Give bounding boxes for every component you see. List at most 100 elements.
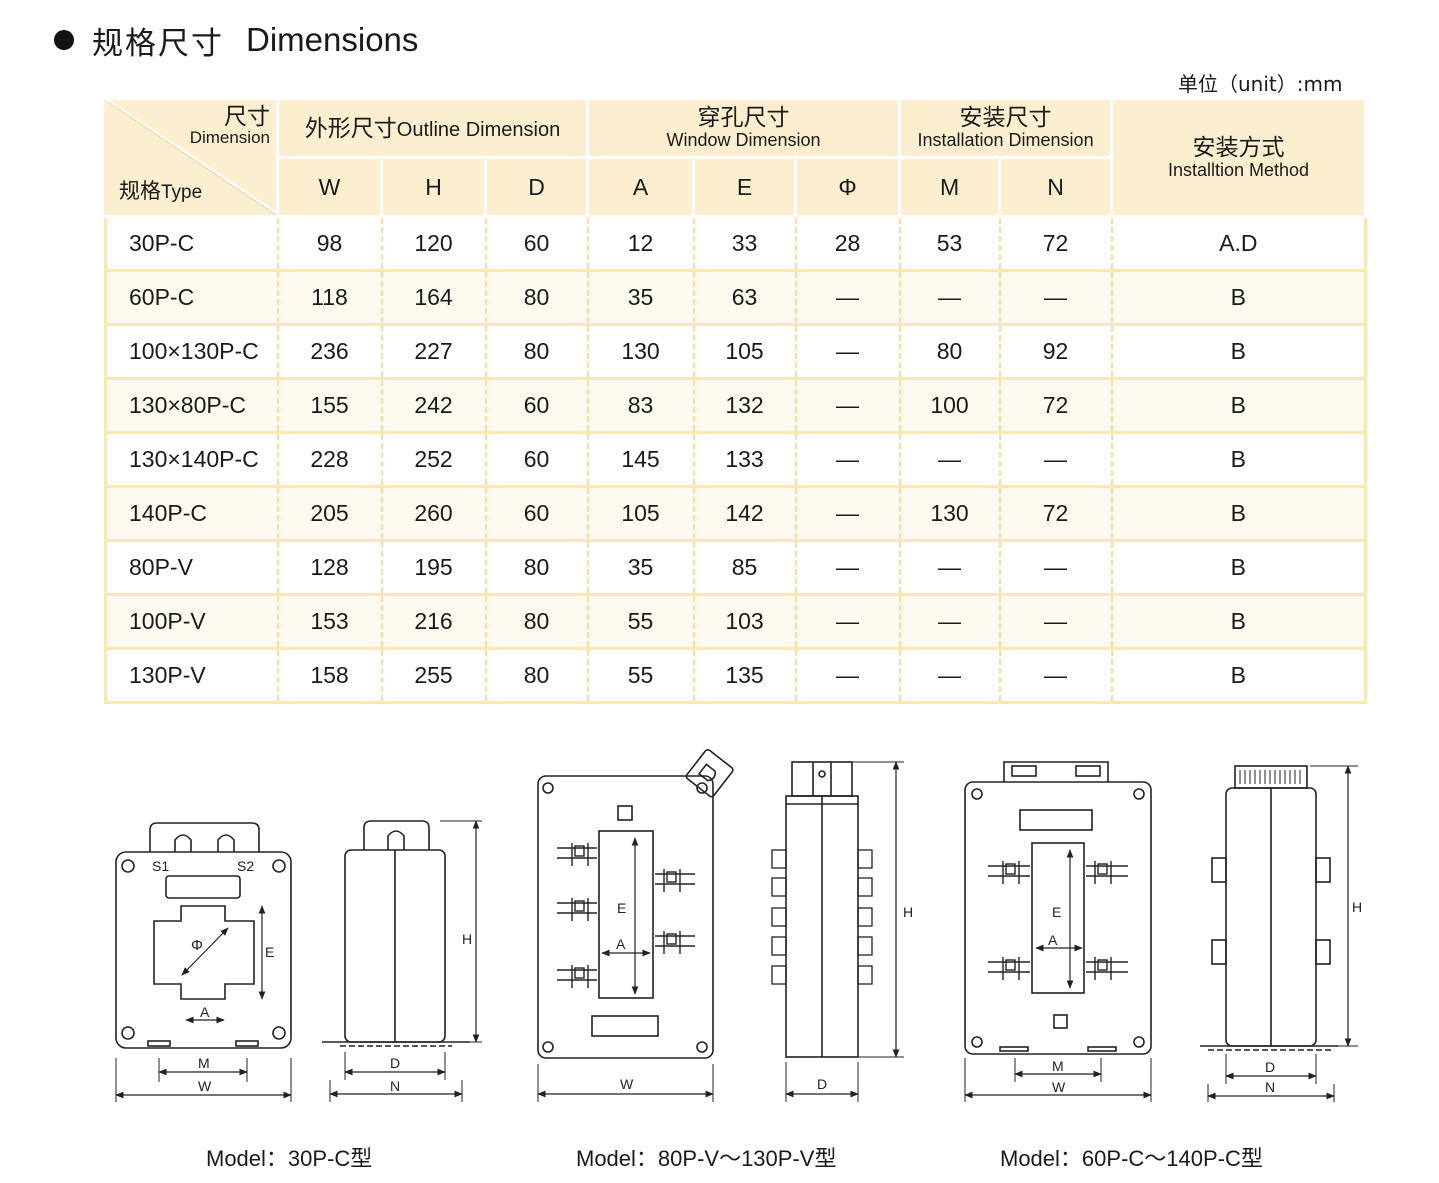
corner-header: 尺寸 Dimension 规格Type (104, 97, 279, 218)
unit-label: 单位（unit）:mm (1178, 72, 1343, 96)
value-cell: 120 (380, 216, 486, 272)
group-outline: 外形尺寸Outline Dimension (276, 97, 589, 159)
value-cell: B (1110, 486, 1368, 542)
value-cell: 216 (380, 594, 486, 650)
label-d: D (817, 1076, 827, 1092)
value-cell: 242 (380, 378, 486, 434)
value-cell: 35 (586, 270, 694, 326)
value-cell: 205 (276, 486, 382, 542)
value-cell: 85 (692, 540, 796, 596)
value-cell: 158 (276, 648, 382, 704)
col-phi: Φ (793, 156, 902, 218)
value-cell: 53 (898, 216, 1000, 272)
label-m: M (198, 1055, 210, 1071)
value-cell: 72 (998, 216, 1112, 272)
label-s1: S1 (152, 858, 169, 874)
label-s2: S2 (237, 858, 254, 874)
value-cell: 227 (380, 324, 486, 380)
label-d: D (1265, 1059, 1275, 1075)
value-cell: B (1110, 378, 1368, 434)
value-cell: 35 (586, 540, 694, 596)
value-cell: 118 (276, 270, 382, 326)
value-cell: 128 (276, 540, 382, 596)
label-h: H (462, 931, 472, 947)
type-cell: 30P-C (104, 216, 278, 272)
title-cn: 规格尺寸 (92, 25, 224, 62)
value-cell: 132 (692, 378, 796, 434)
value-cell: B (1110, 432, 1368, 488)
col-d: D (484, 156, 589, 218)
value-cell: — (898, 594, 1000, 650)
value-cell: 60 (484, 432, 588, 488)
value-cell: 72 (998, 486, 1112, 542)
value-cell: B (1110, 540, 1368, 596)
value-cell: — (998, 648, 1112, 704)
value-cell: 12 (586, 216, 694, 272)
value-cell: 195 (380, 540, 486, 596)
value-cell: B (1110, 648, 1368, 704)
value-cell: — (794, 378, 900, 434)
value-cell: 55 (586, 648, 694, 704)
value-cell: 105 (586, 486, 694, 542)
value-cell: 28 (794, 216, 900, 272)
value-cell: 255 (380, 648, 486, 704)
value-cell: — (794, 270, 900, 326)
caption-80pv: Model：80P-V～130P-V型 (576, 1146, 837, 1171)
type-cell: 130P-V (104, 648, 278, 704)
type-cell: 80P-V (104, 540, 278, 596)
label-a: A (200, 1004, 210, 1020)
type-cell: 100P-V (104, 594, 278, 650)
label-w: W (198, 1078, 212, 1094)
drawing-80pv-side: H D (771, 761, 913, 1102)
col-m: M (898, 156, 1002, 218)
corner-diagonal (107, 100, 279, 215)
value-cell: — (998, 432, 1112, 488)
type-cell: 60P-C (104, 270, 278, 326)
bullet-icon (54, 30, 74, 50)
label-e: E (1052, 904, 1061, 920)
value-cell: 60 (484, 216, 588, 272)
col-h: H (380, 156, 487, 218)
caption-30pc: Model：30P-C型 (206, 1146, 373, 1171)
value-cell: A.D (1110, 216, 1368, 272)
value-cell: — (794, 486, 900, 542)
type-cell: 140P-C (104, 486, 278, 542)
label-n: N (1265, 1079, 1275, 1095)
col-e: E (692, 156, 797, 218)
value-cell: 80 (484, 540, 588, 596)
label-m: M (1052, 1058, 1064, 1074)
value-cell: — (998, 270, 1112, 326)
label-d: D (390, 1055, 400, 1071)
drawing-60pc-front: E A M W (964, 761, 1152, 1102)
value-cell: 80 (898, 324, 1000, 380)
value-cell: — (898, 648, 1000, 704)
value-cell: — (794, 594, 900, 650)
value-cell: 83 (586, 378, 694, 434)
label-w: W (620, 1076, 634, 1092)
drawing-30pc-front: S1 S2 Φ E A M W (115, 822, 292, 1102)
value-cell: B (1110, 324, 1368, 380)
label-h: H (1352, 899, 1362, 915)
value-cell: — (898, 270, 1000, 326)
type-cell: 100×130P-C (104, 324, 278, 380)
value-cell: 155 (276, 378, 382, 434)
value-cell: B (1110, 270, 1368, 326)
label-h: H (903, 904, 913, 920)
drawing-80pv-front: E A W (537, 748, 734, 1102)
drawing-60pc-side: H D N (1200, 765, 1362, 1102)
value-cell: — (898, 432, 1000, 488)
col-n: N (998, 156, 1114, 218)
dimensions-table: 尺寸 Dimension 规格Type 外形尺寸Outline Dimensio… (104, 97, 1368, 704)
label-e: E (265, 944, 274, 960)
value-cell: 252 (380, 432, 486, 488)
caption-60pc: Model：60P-C～140P-C型 (1000, 1146, 1263, 1171)
